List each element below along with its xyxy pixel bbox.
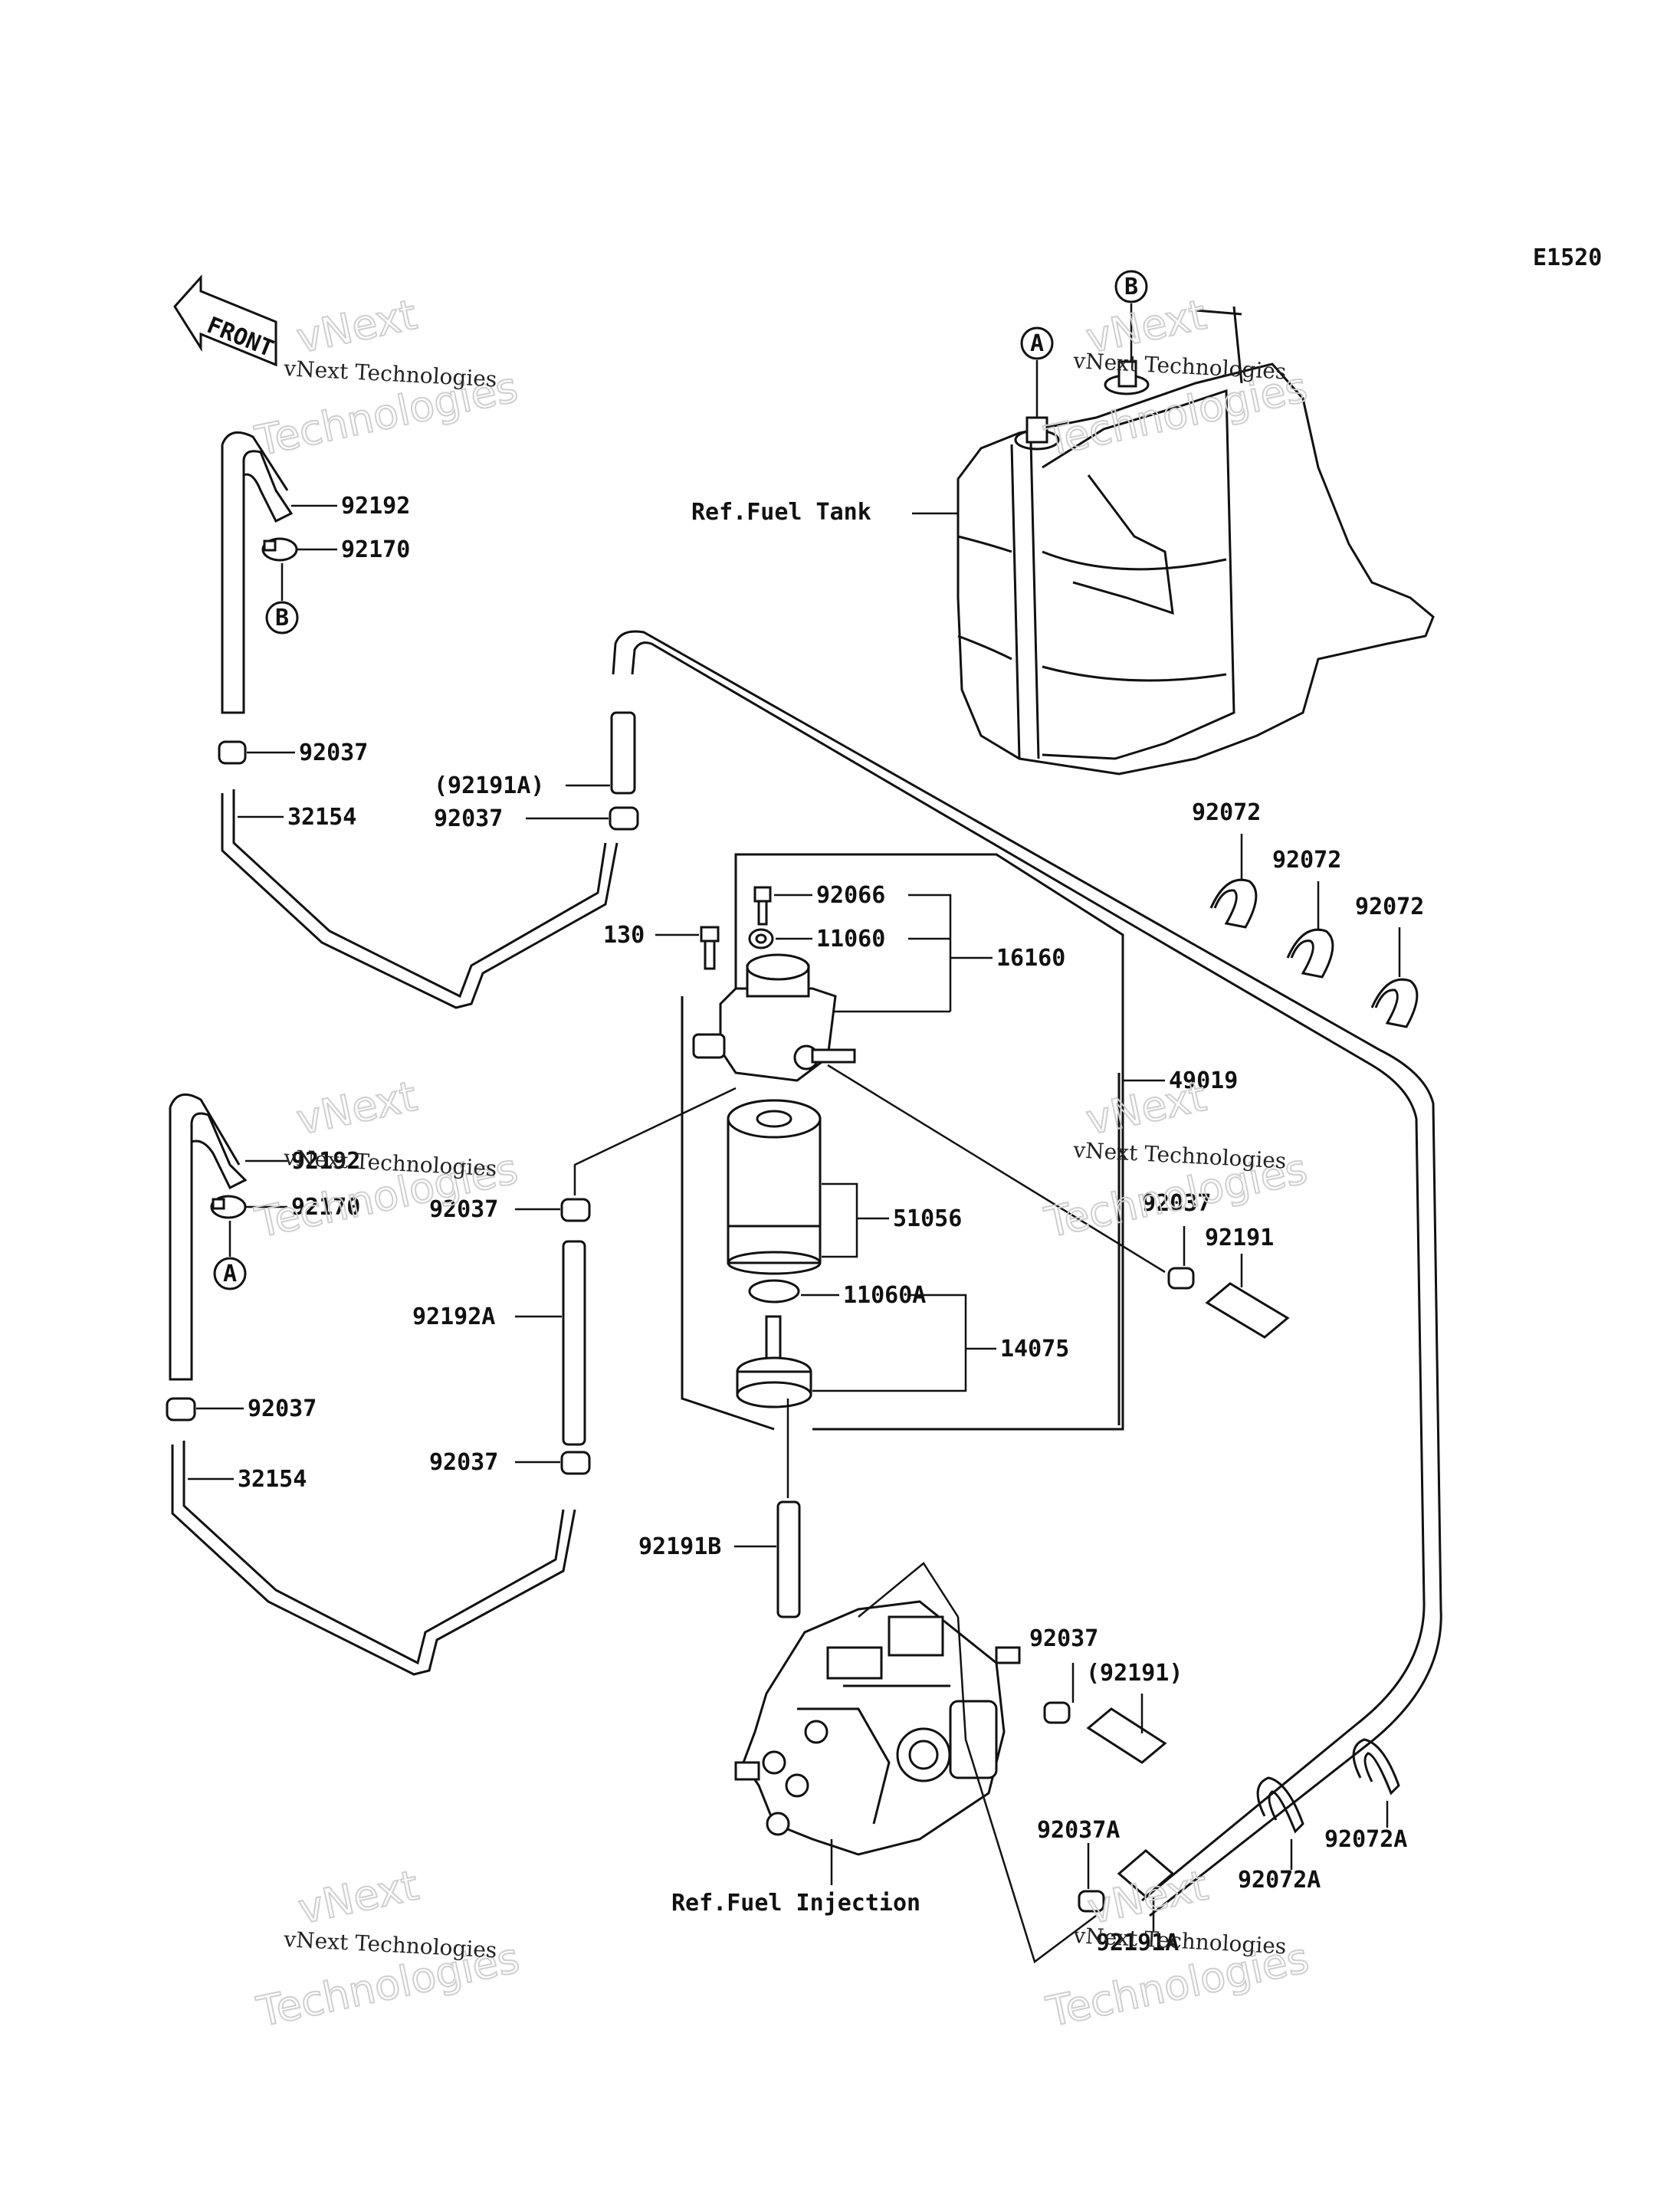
part-92037-filter-label: 92037	[429, 1196, 498, 1223]
connector-a-hose	[213, 1257, 247, 1290]
injection-pump	[734, 1600, 1021, 1856]
filter-cartridge-51056	[727, 1099, 822, 1275]
ref-fuel-tank-label: Ref.Fuel Tank	[691, 499, 871, 526]
part-92170-bottom-label: 92170	[291, 1194, 360, 1221]
connector-a-hose-letter: A	[223, 1261, 237, 1287]
band-92072-b	[1286, 928, 1334, 979]
part-11060-label: 11060	[816, 926, 885, 953]
part-92037-lower-label: 92037	[429, 1449, 498, 1476]
svg-text:vNext: vNext	[1082, 1072, 1210, 1144]
band-92072A-a	[1256, 1776, 1304, 1834]
watermark-1-caption: vNext Technologies	[283, 356, 497, 392]
part-16160-label: 16160	[996, 945, 1065, 972]
clamp-92037-pump	[1043, 1701, 1071, 1724]
part-92037-mid-left-label: 92037	[434, 805, 503, 832]
drain-plug-14075	[736, 1315, 812, 1408]
watermark-4-caption: vNext Technologies	[1072, 1137, 1287, 1174]
bolt-130	[700, 926, 720, 970]
part-92072A-b-label: 92072A	[1324, 1826, 1407, 1853]
part-32154-bottom-label: 32154	[238, 1466, 307, 1493]
part-92191B-label: 92191B	[638, 1533, 721, 1560]
part-92072-c-label: 92072	[1355, 894, 1424, 920]
svg-text:vNext: vNext	[293, 290, 421, 362]
filter-head-16160	[692, 953, 856, 1082]
pipe-32154-bottom	[171, 1441, 576, 1676]
part-92066-label: 92066	[816, 882, 885, 909]
connector-a-tank	[1020, 326, 1054, 360]
band-92072-a	[1209, 878, 1258, 929]
svg-text:vNext: vNext	[1084, 1861, 1212, 1933]
part-92192-top-label: 92192	[341, 493, 410, 520]
connector-b-tank-letter: B	[1124, 274, 1138, 300]
hose-92192A	[562, 1240, 586, 1446]
clamp-92037-filter	[560, 1198, 591, 1222]
band-92072-c	[1370, 978, 1419, 1028]
part-92037-bottom-left-label: 92037	[248, 1395, 317, 1422]
part-92191A-paren-label: (92191A)	[434, 772, 545, 799]
clamp-92037-right	[1167, 1267, 1195, 1290]
svg-text:vNext: vNext	[294, 1861, 422, 1933]
part-92191A-label: 92191A	[1096, 1930, 1179, 1956]
watermark-5-caption: vNext Technologies	[283, 1926, 497, 1963]
front-label: FRONT	[203, 312, 277, 362]
part-92170-top-label: 92170	[341, 536, 410, 563]
part-92072-a-label: 92072	[1192, 799, 1261, 826]
band-92072A-b	[1352, 1738, 1400, 1795]
part-14075-label: 14075	[1000, 1336, 1069, 1362]
clamp-92037-bottom-left	[166, 1397, 196, 1421]
part-49019-label: 49019	[1169, 1067, 1238, 1094]
hose-92192-top	[221, 431, 294, 714]
ref-fuel-injection-label: Ref.Fuel Injection	[671, 1890, 920, 1917]
hose-92191B	[776, 1500, 801, 1618]
clamp-92037-top-left	[218, 740, 247, 765]
part-92072A-a-label: 92072A	[1238, 1867, 1321, 1894]
pipe-32154-top	[221, 789, 619, 1009]
part-92037-right-label: 92037	[1142, 1190, 1211, 1217]
connector-b-tank	[1114, 270, 1148, 303]
hose-92191A	[1117, 1849, 1175, 1898]
part-32154-top-label: 32154	[287, 804, 356, 831]
part-92192A-label: 92192A	[412, 1303, 495, 1330]
bracket-49019-outline	[734, 853, 1124, 1431]
part-92192-bottom-label: 92192	[291, 1148, 360, 1175]
hose-92191-paren	[1086, 1707, 1167, 1764]
o-ring-11060A	[748, 1279, 800, 1303]
svg-text:vNext: vNext	[293, 1072, 421, 1144]
diagram-code: E1520	[1533, 244, 1602, 271]
clamp-92170-top	[261, 537, 298, 562]
part-92191-paren-label: (92191)	[1086, 1660, 1183, 1687]
fuel-tank	[956, 306, 1435, 776]
part-92037A-label: 92037A	[1037, 1817, 1120, 1844]
connector-a-tank-letter: A	[1030, 330, 1044, 357]
part-51056-label: 51056	[893, 1205, 962, 1232]
front-arrow-icon: FRONT	[173, 274, 277, 367]
clamp-92170-bottom	[210, 1195, 247, 1219]
part-92072-b-label: 92072	[1272, 847, 1341, 874]
clamp-92037-mid-left	[609, 806, 639, 831]
connector-b-hose	[265, 601, 299, 635]
part-92037-pump-label: 92037	[1029, 1625, 1098, 1652]
watermark-2-caption: vNext Technologies	[1072, 348, 1287, 385]
washer-11060	[748, 928, 774, 949]
part-130-label: 130	[603, 922, 645, 949]
hose-92191A-upper	[610, 711, 636, 795]
hose-92191	[1205, 1282, 1290, 1339]
part-92191-label: 92191	[1205, 1225, 1274, 1251]
bolt-92066	[753, 886, 772, 926]
clamp-92037-lower	[560, 1451, 591, 1475]
clamp-92037A	[1078, 1890, 1105, 1913]
connector-b-hose-letter: B	[275, 605, 289, 631]
part-92037-top-left-label: 92037	[299, 739, 368, 766]
hose-92192-bottom	[169, 1093, 248, 1381]
